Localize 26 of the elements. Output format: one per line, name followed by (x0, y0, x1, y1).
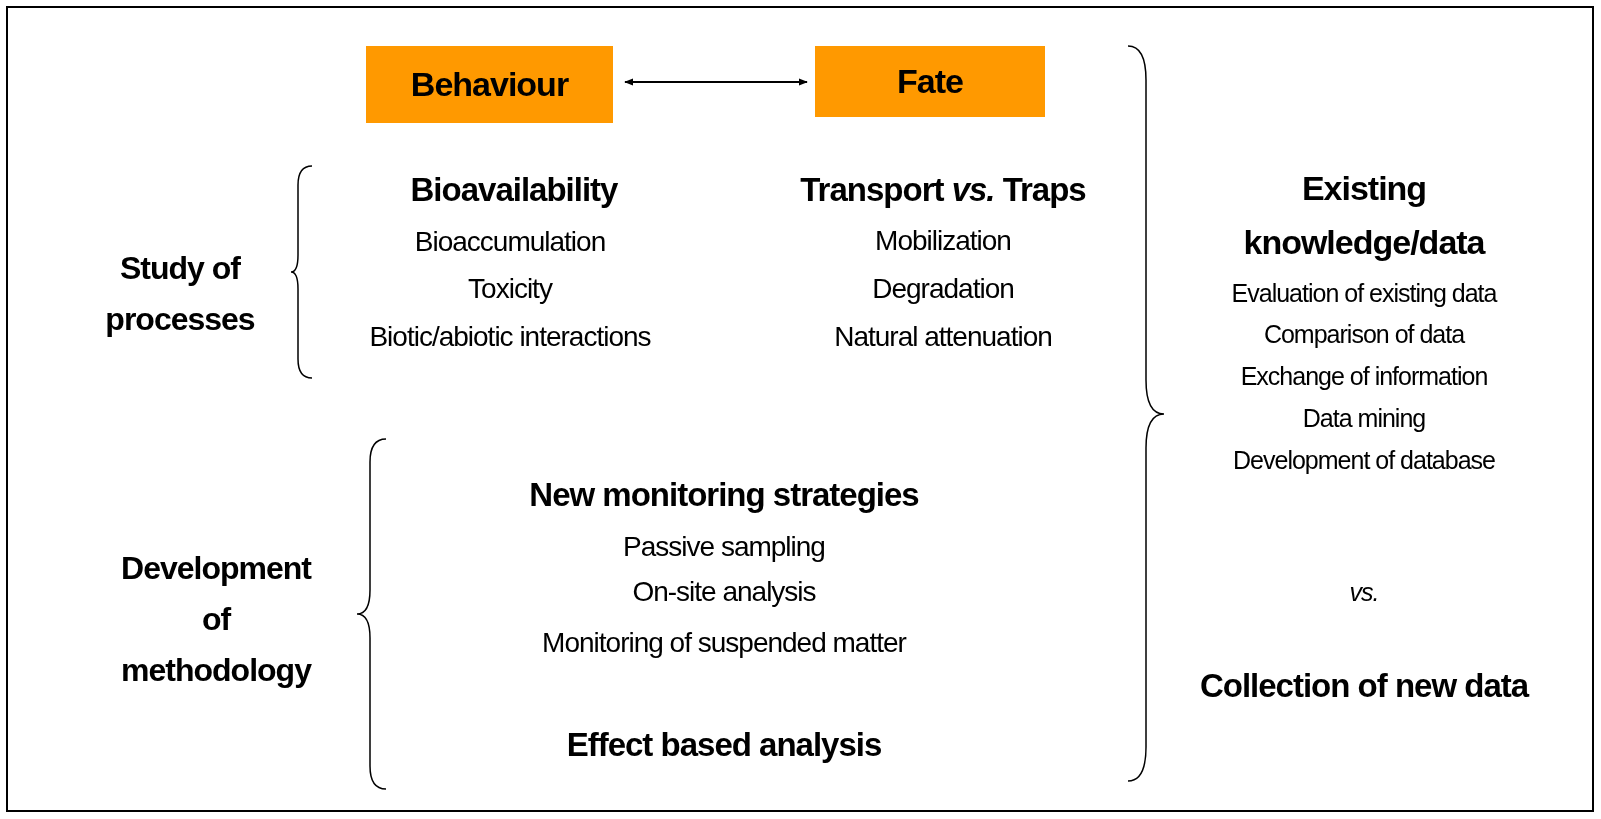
list-text: Degradation (872, 272, 1014, 306)
list-text: Natural attenuation (834, 320, 1052, 354)
list-text: vs. (1349, 577, 1379, 607)
list-text: Bioaccumulation (414, 225, 606, 259)
list-text: Comparison of data (1263, 319, 1465, 349)
heading-text: New monitoring strategies (529, 475, 919, 515)
list-text: Monitoring of suspended matter (542, 626, 906, 660)
list-text: Development of database (1233, 445, 1495, 475)
list-text: Mobilization (875, 224, 1011, 258)
double-arrow (624, 78, 808, 86)
list-text: Toxicity (468, 272, 552, 306)
list-text: Evaluation of existing data (1231, 278, 1497, 308)
heading-text: Collection of new data (1199, 666, 1529, 706)
heading-box: Behaviour (366, 46, 613, 123)
list-text: Exchange of information (1240, 361, 1488, 391)
list-text: On-site analysis (632, 575, 816, 609)
heading-text: Bioavailability (410, 170, 618, 210)
list-text: Passive sampling (623, 530, 825, 564)
heading-text: Existing knowledge/data (1242, 167, 1487, 263)
heading-text: Development of methodology (120, 549, 313, 691)
heading-text: Transport vs. Traps (800, 170, 1086, 210)
list-text: Biotic/abiotic interactions (369, 320, 651, 354)
heading-text: Effect based analysis (566, 725, 882, 765)
list-text: Data mining (1302, 403, 1426, 433)
heading-box: Fate (815, 46, 1045, 117)
heading-text: Study of processes (104, 248, 256, 339)
